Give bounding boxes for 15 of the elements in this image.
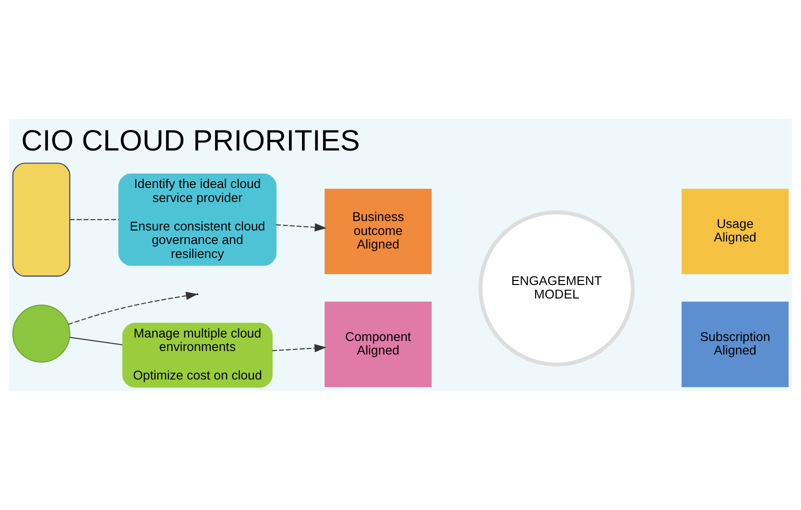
arrow bbox=[276, 223, 327, 232]
node-box: Usage Aligned bbox=[682, 188, 789, 274]
node-box: Subscription Aligned bbox=[682, 302, 789, 388]
node-box: Business outcome Aligned bbox=[324, 188, 432, 274]
diagram-title: CIO CLOUD PRIORITIES bbox=[21, 124, 360, 158]
connector bbox=[69, 219, 120, 220]
node-box: Identify the ideal cloud service provider Ensure consistent cloud governance and resiliency bbox=[118, 174, 276, 266]
node-circle bbox=[12, 304, 70, 363]
arrow bbox=[68, 292, 198, 325]
node-person bbox=[12, 162, 70, 277]
node-box: Manage multiple cloud environments Optimize cost on cloud bbox=[122, 322, 273, 388]
node-circle: ENGAGEMENT MODEL bbox=[478, 210, 635, 366]
node-box: Component Aligned bbox=[324, 302, 432, 388]
connector bbox=[69, 336, 123, 346]
arrow bbox=[272, 344, 326, 352]
